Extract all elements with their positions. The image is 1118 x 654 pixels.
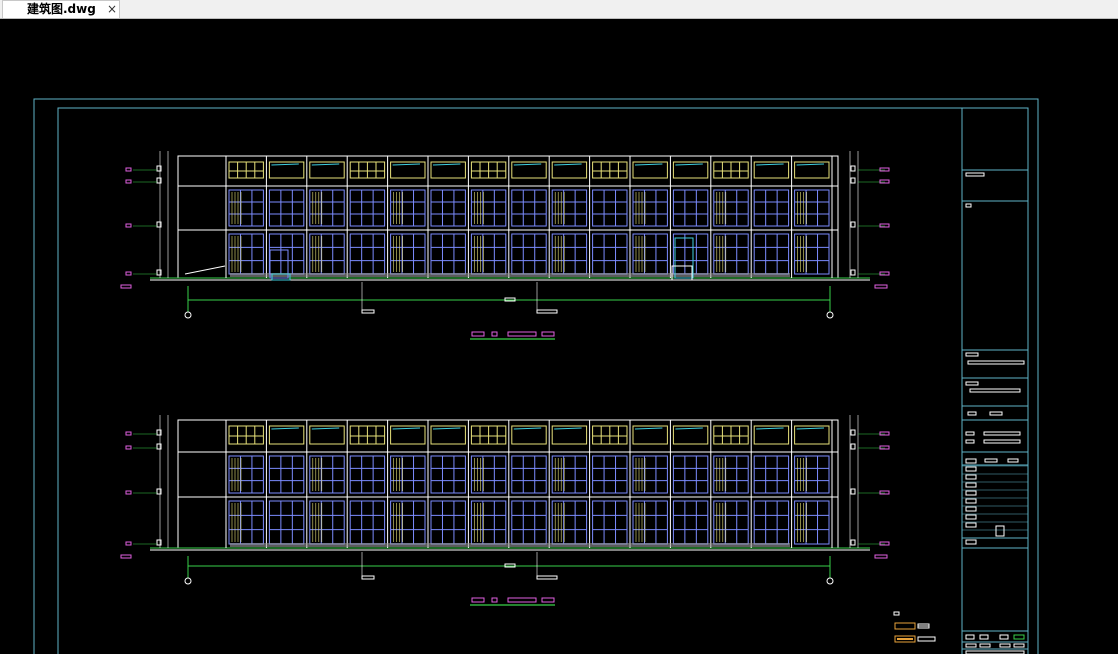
lower-elevation <box>120 415 890 606</box>
close-icon[interactable]: × <box>107 2 118 16</box>
document-tab-bar: 建筑图.dwg × <box>0 0 1118 19</box>
document-tab[interactable]: 建筑图.dwg × <box>2 0 120 18</box>
document-tab-label: 建筑图.dwg <box>27 2 96 16</box>
outer-sheet-frame <box>33 98 1039 654</box>
legend-stamps <box>893 611 936 643</box>
upper-elevation <box>120 151 890 340</box>
title-block-marks <box>962 172 1028 654</box>
cad-drawing[interactable] <box>0 19 1118 654</box>
title-block <box>961 108 1028 654</box>
cad-drawing-canvas[interactable] <box>0 19 1118 654</box>
inner-sheet-frame <box>57 107 1029 654</box>
